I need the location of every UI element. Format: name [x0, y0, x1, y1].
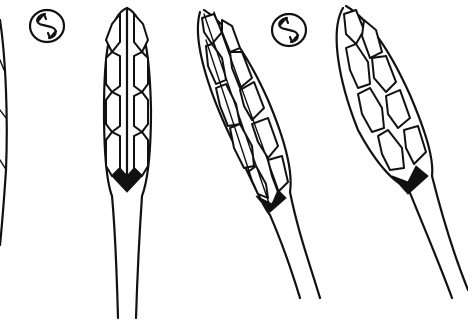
cell: [134, 52, 148, 92]
cell: [134, 14, 148, 52]
cell: [268, 156, 288, 192]
cell: [106, 92, 120, 132]
straight-spike: [104, 8, 151, 318]
cell: [344, 10, 364, 44]
cell: [230, 52, 252, 88]
cell: [230, 124, 254, 168]
reversible-transition-icon: [272, 14, 306, 46]
tilted-spike-b: [337, 6, 468, 298]
cell: [378, 130, 404, 170]
cell: [222, 20, 240, 52]
partial-left-structure: [0, 20, 7, 245]
cell: [134, 92, 148, 132]
tilted-spike-a: [198, 10, 320, 298]
cell: [358, 88, 384, 132]
cell: [240, 82, 264, 120]
cell: [106, 14, 120, 52]
cell: [386, 90, 410, 128]
reversible-transition-icon: [30, 10, 64, 42]
cell: [106, 52, 120, 92]
cell: [404, 126, 426, 164]
cell: [362, 20, 382, 58]
